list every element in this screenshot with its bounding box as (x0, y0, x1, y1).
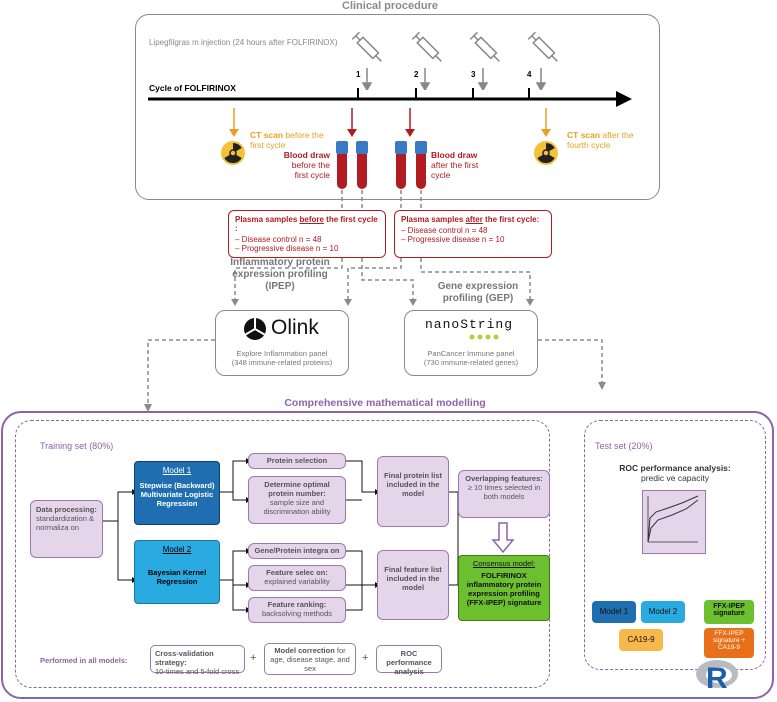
nanostring-box: nanoString PanCancer Immune panel(730 im… (404, 310, 538, 376)
performed-label: Performed in all models: (40, 656, 128, 665)
cycle-number-3: 3 (471, 70, 476, 79)
gep-title: Gene expression profiling (GEP) (437, 281, 519, 304)
blood-tube-icon (395, 141, 407, 189)
radiation-icon (534, 141, 558, 165)
ct-after-label: CT scan after the fourth cycle (567, 130, 634, 150)
ct-arrow-after (541, 108, 551, 137)
r-logo-icon (696, 660, 738, 688)
determine-number-box: Determine optimal protein number:sample … (248, 476, 346, 524)
cycle-number-2: 2 (414, 70, 419, 79)
badge-ffx-ca: FFX-IPEP signature + CA19-9 (704, 628, 754, 658)
dashed-connectors (144, 190, 606, 412)
ct-arrow-before (229, 108, 239, 137)
blood-tube-icon (336, 141, 348, 189)
roc-curve-icon (647, 495, 699, 543)
olink-brand: Olink (271, 316, 319, 339)
timeline-arrow (148, 88, 632, 107)
training-title: Training set (80%) (40, 441, 114, 451)
gene-integration-box: Gene/Protein integra on (248, 543, 346, 559)
final-feature-box: Final feature list included in the model (377, 550, 449, 620)
model2-box: Model 2 Bayesian Kernel Regression (134, 540, 220, 604)
blood-tube-icon (356, 141, 368, 189)
badge-ffx: FFX-IPEP signature (704, 600, 754, 624)
ct-before-label: CT scan before the first cycle (250, 130, 324, 150)
clinical-title: Clinical procedure (342, 0, 438, 12)
plasma-before-box: Plasma samples before the first cycle : … (228, 210, 386, 258)
model1-box: Model 1 Stepwise (Backward) Multivariate… (134, 461, 220, 525)
modelling-panel (1, 411, 774, 699)
blood-arrow-after (405, 108, 415, 137)
olink-panel: Explore Inflammation panel(348 immune-re… (231, 349, 333, 367)
test-panel (584, 420, 766, 670)
olink-box: Olink Explore Inflammation panel(348 imm… (215, 310, 349, 376)
test-roc-label: ROC performance analysis:predic ve capac… (619, 463, 731, 483)
nanostring-dots-icon (469, 334, 499, 340)
ipep-title: Inflammatory protein expression profilin… (230, 257, 330, 292)
feature-selection-box: Feature selec on:explained variability (248, 565, 346, 591)
cv-box: Cross-validation strategy:10-times and 5… (150, 645, 245, 676)
data-processing-box: Data processing:standardization & normal… (30, 500, 103, 558)
blood-arrow-before (347, 108, 357, 137)
modelling-title: Comprehensive mathematical modelling (284, 397, 486, 409)
radiation-icon (221, 141, 245, 165)
plus-sign: + (362, 652, 369, 664)
overlap-box: Overlapping features:≥ 10 times selected… (458, 470, 550, 518)
badge-model1: Model 1 (592, 601, 636, 623)
plus-sign: + (250, 652, 257, 664)
syringes (351, 31, 558, 90)
cycle-number-1: 1 (356, 70, 361, 79)
injection-label: Lipegfilgras m injection (24 hours after… (149, 38, 338, 47)
olink-logo-icon (244, 318, 266, 340)
nanostring-brand: nanoString (425, 317, 514, 332)
consensus-box: Consensus model: FOLFIRINOX inflammatory… (458, 555, 550, 621)
protein-selection-box: Protein selection (248, 453, 346, 469)
roc-plot-frame (642, 490, 706, 554)
mc-box: Model correction for age, disease stage,… (264, 643, 356, 675)
roc-box: ROC performance analysis (376, 645, 442, 676)
badge-ca199: CA19-9 (619, 629, 663, 651)
cycle-label: Cycle of FOLFIRINOX (149, 83, 236, 93)
r-logo-letter: R (706, 662, 728, 695)
final-protein-box: Final protein list included in the model (377, 456, 449, 527)
plasma-after-box: Plasma samples after the first cycle: – … (394, 210, 552, 258)
test-title: Test set (20%) (595, 441, 653, 451)
feature-ranking-box: Feature ranking:backsolving methods (248, 597, 346, 623)
badge-model2: Model 2 (641, 601, 685, 623)
syringe-icon (351, 31, 558, 62)
cycle-number-4: 4 (527, 70, 532, 79)
nanostring-panel: PanCancer Immune panel(730 immune-relate… (423, 349, 519, 367)
blood-tube-icon (415, 141, 427, 189)
training-panel (15, 420, 550, 688)
